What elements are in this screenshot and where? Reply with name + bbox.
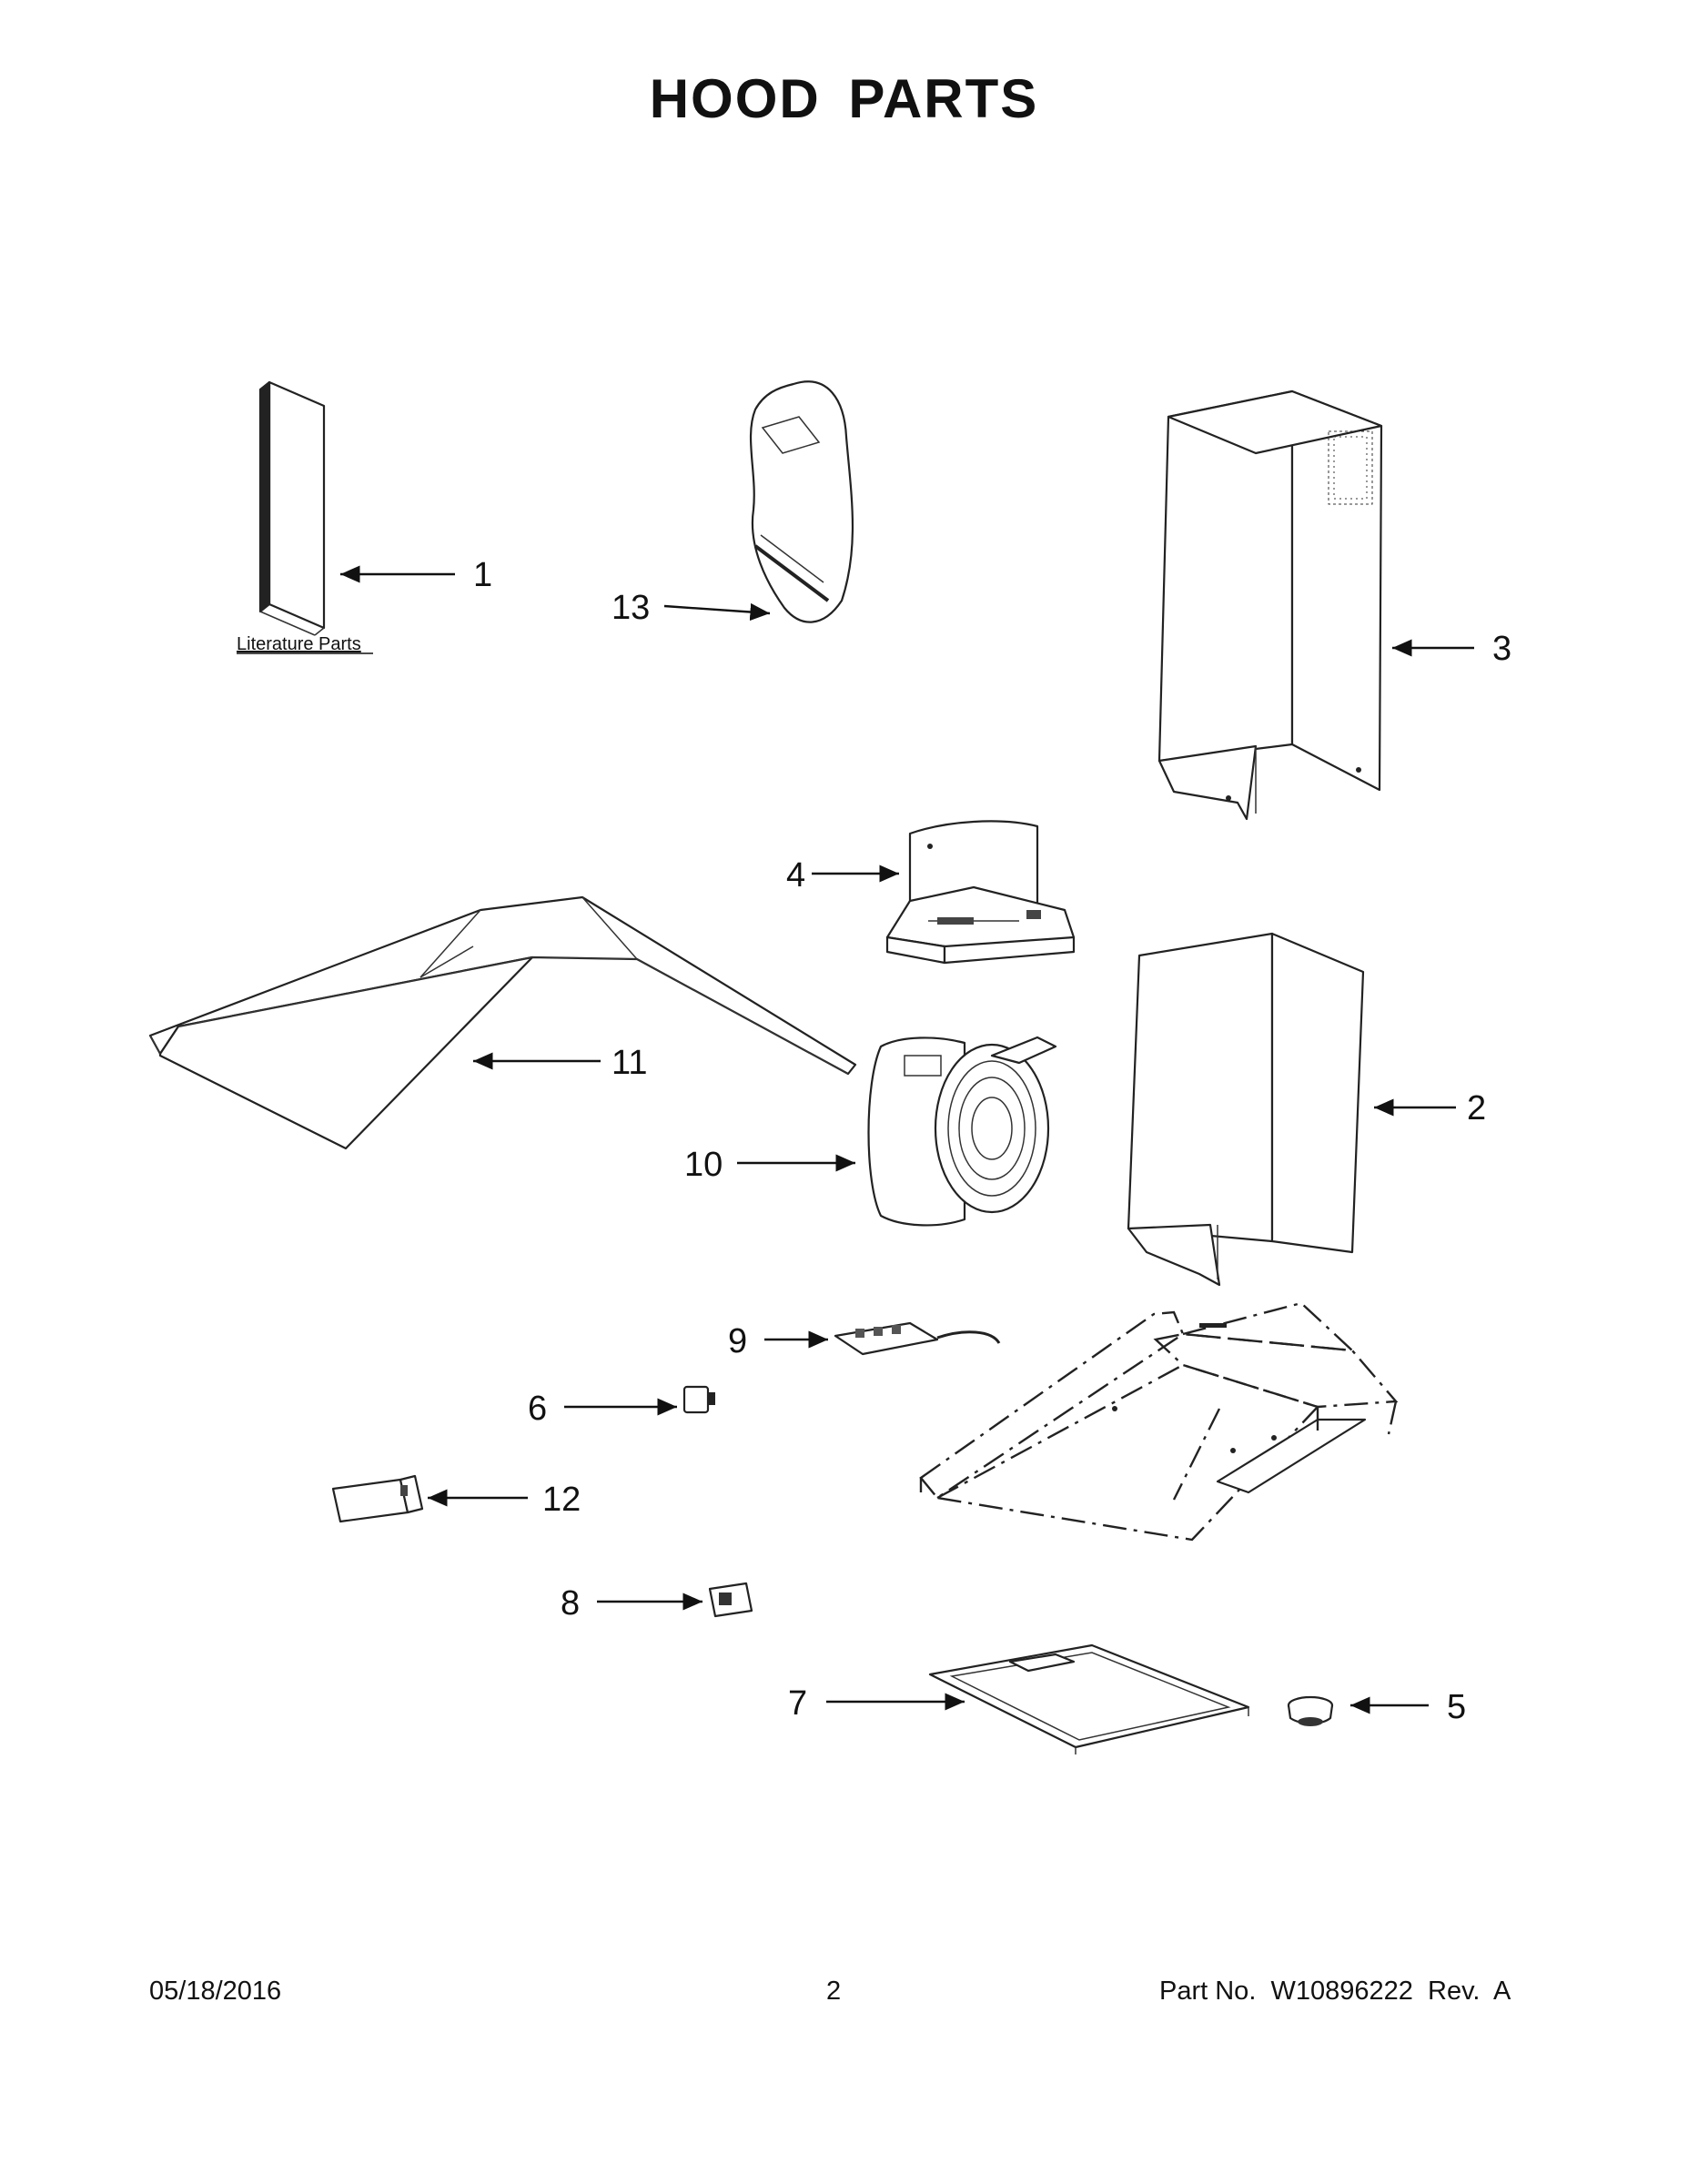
motor-housing (885, 820, 1076, 965)
hardware-bag (749, 380, 854, 623)
callout-9: 9 (728, 1322, 747, 1360)
transformer (331, 1474, 424, 1523)
hood-body (919, 1301, 1399, 1542)
light-switch (682, 1385, 715, 1414)
halogen-light (1287, 1695, 1334, 1726)
canopy-glass (148, 895, 857, 1150)
switch-block (708, 1582, 753, 1618)
callout-1: 1 (473, 556, 492, 594)
leader-13 (663, 602, 771, 622)
callout-13: 13 (612, 589, 650, 627)
footer-page-number: 2 (826, 1977, 842, 2006)
callout-11: 11 (612, 1044, 647, 1082)
callout-6: 6 (528, 1390, 547, 1428)
grease-filter (928, 1643, 1250, 1754)
callout-5: 5 (1447, 1688, 1466, 1726)
vent-holes (1328, 430, 1373, 505)
literature-booklet: Literature Parts (237, 380, 373, 654)
footer-part-number: Part No. W10896222 Rev. A (1159, 1977, 1511, 2006)
literature-parts-label: Literature Parts (237, 634, 361, 654)
control-board (834, 1321, 1001, 1356)
page-title: HOOD PARTS (649, 68, 1039, 129)
blower-wheel (867, 1036, 1057, 1227)
callout-12: 12 (542, 1481, 581, 1519)
callout-7: 7 (788, 1684, 807, 1723)
lower-chimney-cover (1127, 932, 1365, 1287)
upper-chimney-cover (1157, 389, 1383, 821)
footer-date: 05/18/2016 (149, 1977, 282, 2006)
callout-2: 2 (1467, 1089, 1486, 1127)
callout-3: 3 (1492, 630, 1511, 668)
callout-8: 8 (561, 1584, 580, 1623)
callout-4: 4 (786, 856, 805, 895)
callout-10: 10 (684, 1146, 723, 1184)
